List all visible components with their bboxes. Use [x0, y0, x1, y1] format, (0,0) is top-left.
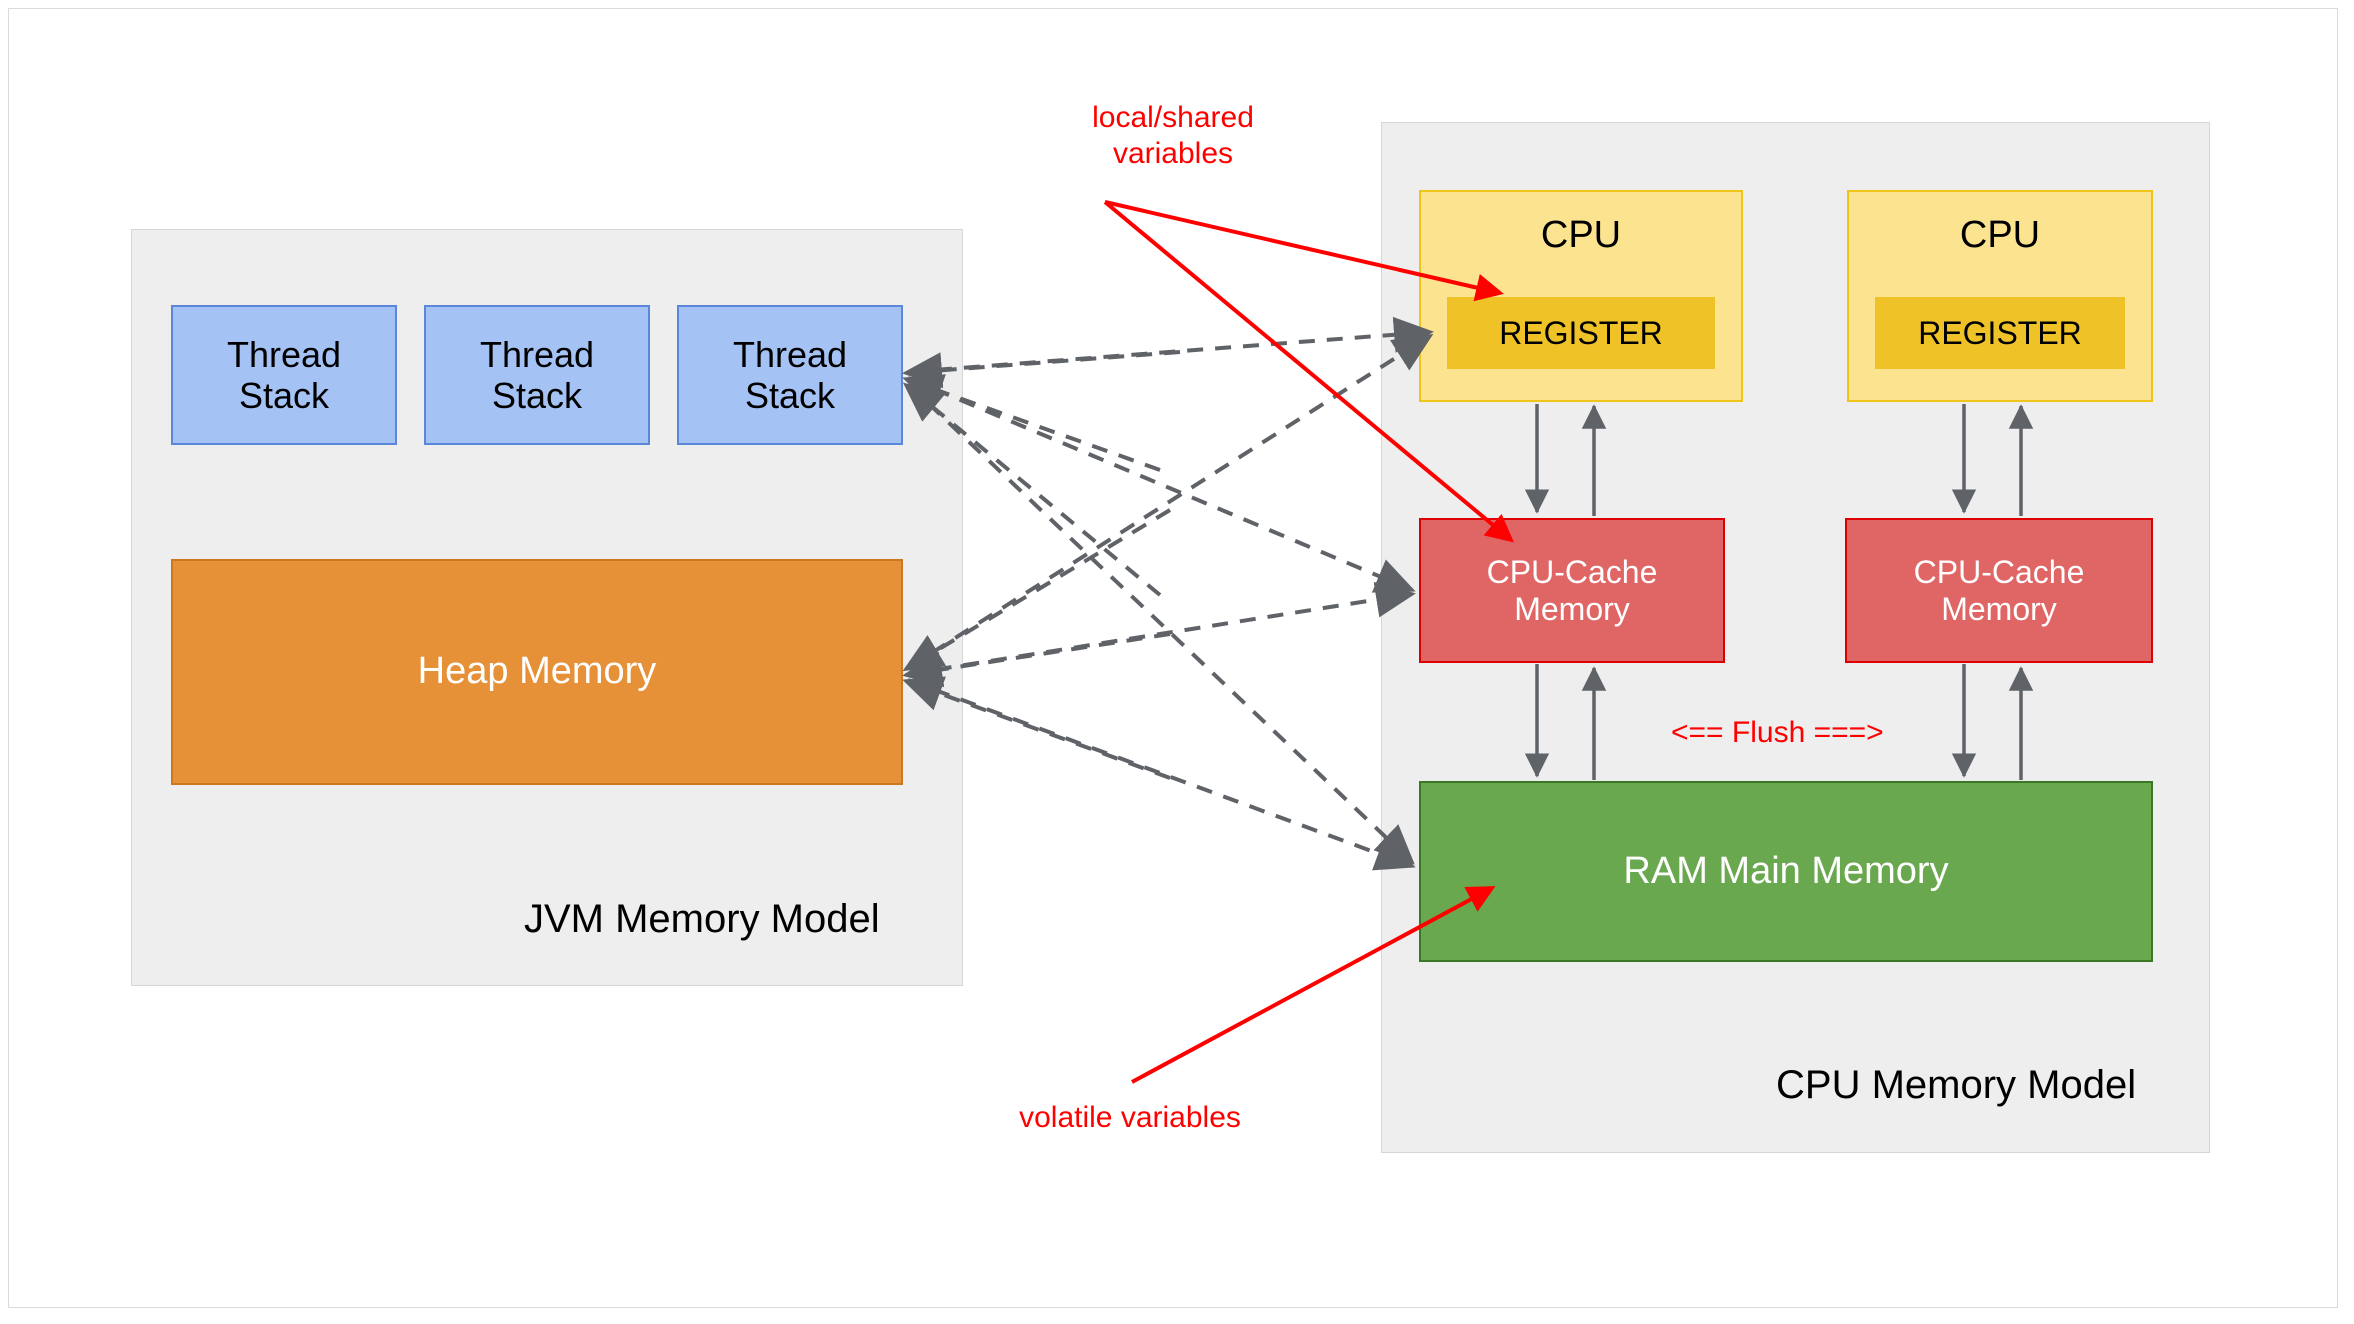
ram-main-memory-box[interactable]: RAM Main Memory	[1419, 781, 2153, 962]
heap-memory-box[interactable]: Heap Memory	[171, 559, 903, 785]
annotation-volatile-variables: volatile variables	[1019, 1101, 1241, 1134]
cpu-box-2[interactable]: CPU	[1847, 190, 2153, 402]
register-box-1[interactable]: REGISTER	[1447, 297, 1715, 369]
jvm-panel-title: JVM Memory Model	[524, 897, 880, 941]
register-box-2[interactable]: REGISTER	[1875, 297, 2125, 369]
cpu-panel-title: CPU Memory Model	[1776, 1063, 2137, 1107]
flush-label: <== Flush ===>	[1671, 716, 1884, 749]
cpu-box-1[interactable]: CPU	[1419, 190, 1743, 402]
